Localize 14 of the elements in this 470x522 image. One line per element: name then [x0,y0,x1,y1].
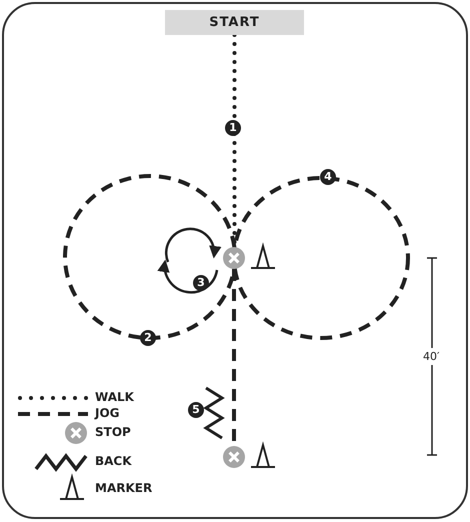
callout-number: 4 [320,169,336,185]
legend-label: STOP [95,425,131,439]
callout-number: 3 [193,275,209,291]
callout-number: 2 [140,330,156,346]
stop-circle [223,247,245,269]
legend-label: WALK [95,390,134,404]
legend-label: BACK [95,454,132,468]
start-box: START [165,10,304,35]
dimension-label: 40′ [423,348,440,365]
legend-label: MARKER [95,481,152,495]
callout-number: 5 [188,402,204,418]
stop-circle [223,446,245,468]
legend-label: JOG [95,406,120,420]
callout-number: 1 [225,120,241,136]
